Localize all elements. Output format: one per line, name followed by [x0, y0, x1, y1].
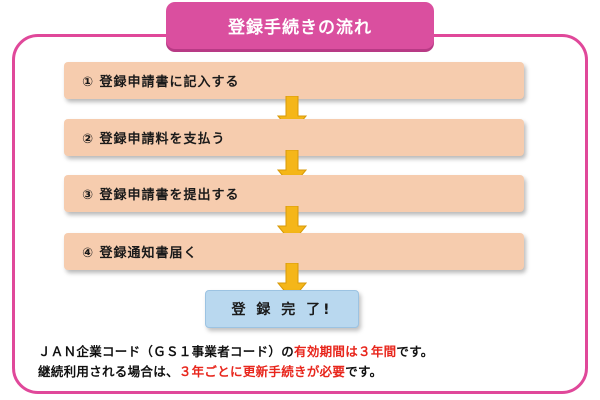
completion-box: 登 録 完 了! [205, 290, 359, 328]
note-line-1: ＪＡＮ企業コード（ＧＳ１事業者コード）の有効期間は３年間です。 [38, 341, 434, 360]
note-line-2-text: 継続利用される場合は、 [38, 364, 179, 379]
diagram-title: 登録手続きの流れ [166, 2, 434, 49]
renewal-highlight: ３年ごとに更新手続きが必要 [178, 364, 346, 379]
note-line-1-text: ＪＡＮ企業コード（ＧＳ１事業者コード）の [38, 344, 295, 359]
note-line-2-end: です。 [345, 364, 383, 379]
note-line-2: 継続利用される場合は、３年ごとに更新手続きが必要です。 [38, 361, 382, 380]
step-1-box: ① 登録申請書に記入する [64, 62, 524, 99]
note-line-1-end: です。 [396, 344, 434, 359]
validity-highlight: 有効期間は３年間 [294, 344, 397, 359]
